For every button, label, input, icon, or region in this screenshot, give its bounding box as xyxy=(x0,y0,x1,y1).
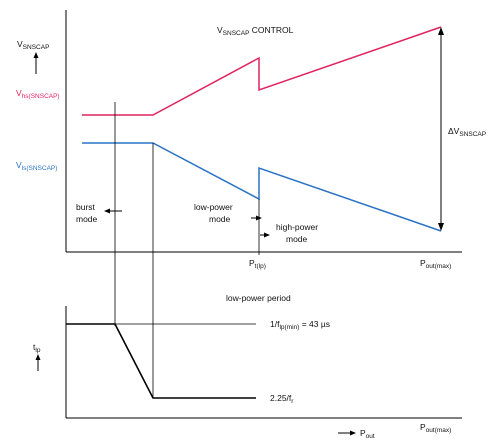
vls-label: Vls(SNSCAP) xyxy=(16,160,57,172)
tlp-label: tlp xyxy=(33,342,41,354)
high-power-mode-label-line2: mode xyxy=(286,234,308,244)
low-power-period-label: low-power period xyxy=(226,293,291,303)
vhs-label: Vhs(SNSCAP) xyxy=(16,88,60,100)
fr-label: 2.25/fr xyxy=(270,393,294,405)
burst-mode-arrow-head xyxy=(104,208,110,214)
high-power-arrow-head xyxy=(264,232,270,238)
high-power-mode-label-line1: high-power xyxy=(276,222,318,232)
y-axis-top-label: VSNSCAP xyxy=(17,39,49,51)
low-power-mode-label-line1: low-power xyxy=(194,202,233,212)
pt-lp-label: Pt(lp) xyxy=(249,258,266,270)
y-top-arrow-head xyxy=(33,52,39,58)
pout-max-top-label: Pout(max) xyxy=(420,258,451,270)
burst-mode-label-line1: burst xyxy=(76,202,96,212)
burst-mode-label-line2: mode xyxy=(76,214,98,224)
fmin-label: 1/flp(min) = 43 µs xyxy=(270,319,330,331)
low-power-arrow-head xyxy=(256,215,262,221)
pout-arrow-head xyxy=(350,430,356,436)
vhs-curve xyxy=(82,26,442,116)
delta-v-arrow-head-up xyxy=(438,27,444,35)
title-label: VSNSCAP CONTROL xyxy=(217,25,294,37)
low-power-mode-label-line2: mode xyxy=(209,214,231,224)
tlp-curve xyxy=(66,323,256,399)
pout-max-bottom-label: Pout(max) xyxy=(420,422,451,434)
pout-label: Pout xyxy=(360,428,375,440)
delta-v-label: ΔVSNSCAP xyxy=(448,126,486,138)
delta-v-arrow-head-down xyxy=(438,223,444,231)
tlp-arrow-head xyxy=(35,354,41,360)
